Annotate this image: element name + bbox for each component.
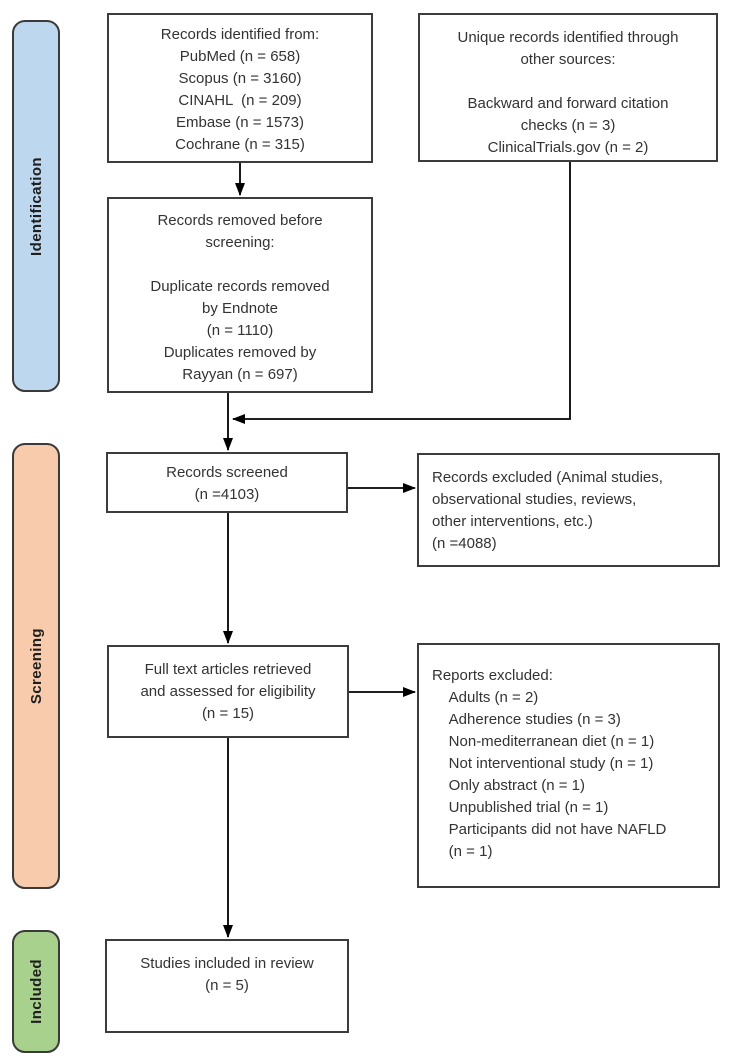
box-records-excluded: Records excluded (Animal studies, observ… <box>417 453 720 567</box>
box-reports-excluded: Reports excluded: Adults (n = 2) Adheren… <box>417 643 720 888</box>
box-full-text-assessed: Full text articles retrieved and assesse… <box>107 645 349 738</box>
stage-label-screening: Screening <box>27 627 45 705</box>
stage-ribbon-screening: Screening <box>12 443 60 889</box>
box-studies-included: Studies included in review (n = 5) <box>105 939 349 1033</box>
box-records-screened: Records screened (n =4103) <box>106 452 348 513</box>
stage-ribbon-identification: Identification <box>12 20 60 392</box>
box-records-removed: Records removed before screening: Duplic… <box>107 197 373 393</box>
stage-ribbon-included: Included <box>12 930 60 1053</box>
box-records-identified: Records identified from: PubMed (n = 658… <box>107 13 373 163</box>
stage-label-included: Included <box>27 959 45 1024</box>
stage-label-identification: Identification <box>27 156 45 256</box>
box-other-sources: Unique records identified through other … <box>418 13 718 162</box>
